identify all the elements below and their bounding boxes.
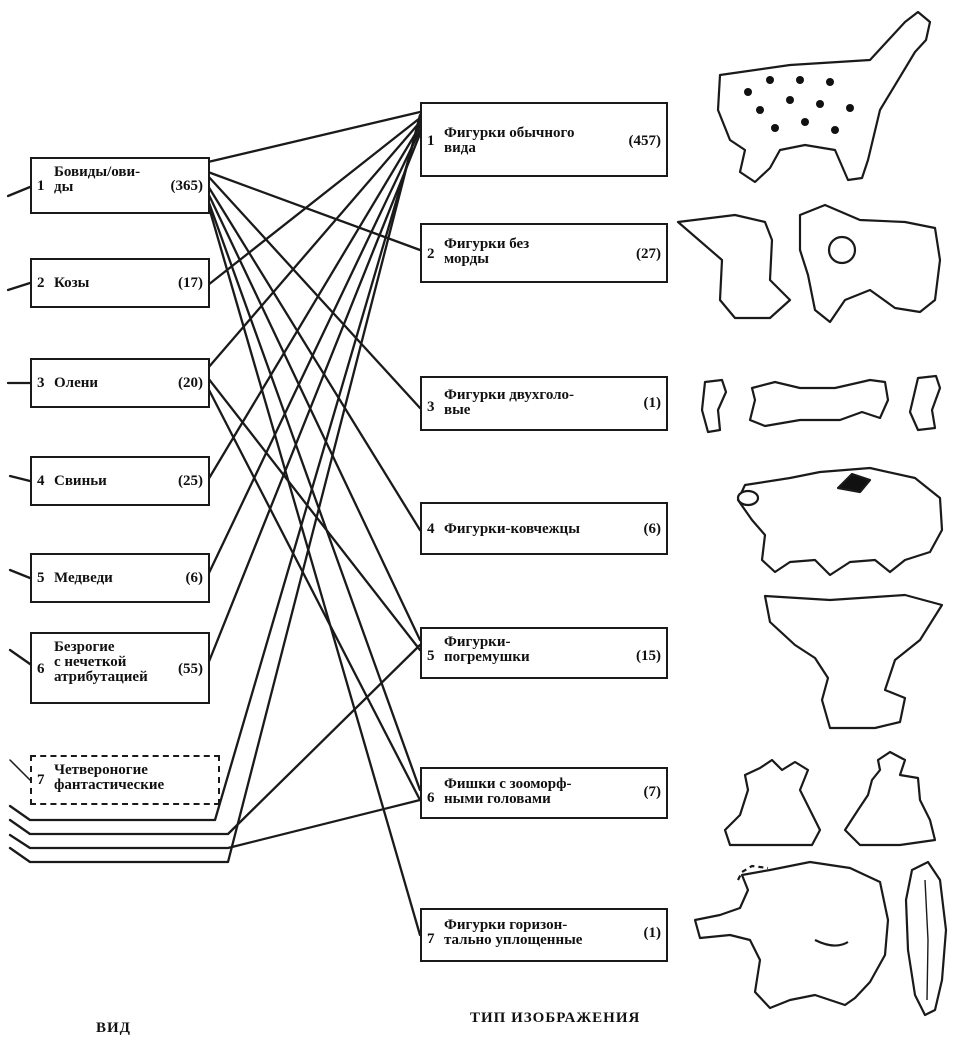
elbow-a — [8, 118, 422, 822]
type-number: 5 — [427, 648, 435, 664]
species-number: 4 — [37, 473, 45, 489]
caption-species: ВИД — [96, 1020, 131, 1036]
species-count: (365) — [170, 178, 204, 194]
link-1-5 — [206, 191, 422, 642]
species-box-2: 2 Козы (17) — [30, 258, 210, 308]
stub-1 — [6, 185, 32, 198]
type-label: Фигурки- погремушки — [444, 634, 530, 665]
link-1-4 — [206, 184, 422, 532]
species-box-1: 1 Бовиды/ови- ды (365) — [30, 157, 210, 214]
species-label: Четвероногие фантастические — [54, 762, 165, 793]
species-box-5: 5 Медведи (6) — [30, 553, 210, 603]
species-number: 3 — [37, 375, 45, 391]
type-label: Фигурки-ковчежцы — [444, 521, 580, 537]
stub-5 — [8, 568, 32, 580]
elbow-c — [8, 798, 422, 850]
link-3-6 — [206, 386, 422, 802]
type-count: (1) — [643, 925, 662, 941]
type-box-4: 4 Фигурки-ковчежцы (6) — [420, 502, 668, 555]
type-count: (27) — [636, 246, 661, 262]
species-number: 1 — [37, 178, 45, 194]
link-1-3 — [206, 174, 422, 410]
species-number: 6 — [37, 661, 45, 677]
figurine-sketch-4 — [736, 466, 944, 577]
type-label: Фигурки горизон- тально уплощенные — [444, 917, 583, 948]
type-label: Фишки с зооморф- ными головами — [444, 776, 572, 807]
figurine-sketch-2 — [676, 203, 942, 324]
species-label: Медведи — [54, 570, 113, 586]
type-box-7: 7 Фигурки горизон- тально уплощенные (1) — [420, 908, 668, 962]
species-label: Олени — [54, 375, 99, 391]
species-label: Безрогие с нечеткой атрибутацией — [54, 639, 148, 685]
stub-2 — [6, 281, 32, 292]
type-count: (1) — [643, 395, 662, 411]
figurine-sketch-5 — [763, 593, 944, 730]
caption-image-type: ТИП ИЗОБРАЖЕНИЯ — [470, 1010, 641, 1026]
link-2-1 — [206, 116, 422, 287]
species-box-4: 4 Свиньи (25) — [30, 456, 210, 506]
species-label: Козы — [54, 275, 90, 291]
type-number: 3 — [427, 399, 435, 415]
species-count: (25) — [178, 473, 203, 489]
figurine-sketch-7 — [693, 860, 948, 1017]
species-box-3: 3 Олени (20) — [30, 358, 210, 408]
type-count: (6) — [643, 521, 662, 537]
elbow-d — [8, 113, 422, 864]
link-1-2 — [206, 170, 422, 252]
link-3-1 — [206, 120, 422, 370]
species-count: (20) — [178, 375, 203, 391]
type-box-6: 6 Фишки с зооморф- ными головами (7) — [420, 767, 668, 819]
species-box-7: 7 Четвероногие фантастические — [30, 755, 220, 805]
type-number: 1 — [427, 133, 435, 149]
stub-4 — [8, 474, 32, 483]
species-number: 2 — [37, 275, 45, 291]
link-1-6 — [206, 198, 422, 792]
figurine-sketch-1 — [716, 10, 932, 184]
figurine-sketch-3 — [700, 374, 942, 434]
type-box-2: 2 Фигурки без морды (27) — [420, 223, 668, 283]
stub-7 — [9, 759, 31, 781]
type-count: (15) — [636, 648, 661, 664]
link-1-1 — [206, 110, 422, 164]
type-number: 4 — [427, 521, 435, 537]
link-6-1 — [206, 132, 422, 666]
link-4-1 — [206, 124, 422, 482]
type-box-3: 3 Фигурки двухголо- вые (1) — [420, 376, 668, 431]
type-number: 7 — [427, 931, 435, 947]
species-label: Свиньи — [54, 473, 107, 489]
type-label: Фигурки без морды — [444, 236, 530, 267]
type-box-1: 1 Фигурки обычного вида (457) — [420, 102, 668, 177]
type-label: Фигурки обычного вида — [444, 125, 575, 156]
type-number: 6 — [427, 790, 435, 806]
elbow-b — [8, 643, 422, 836]
type-box-5: 5 Фигурки- погремушки (15) — [420, 627, 668, 679]
stub-6 — [8, 648, 32, 666]
species-count: (17) — [178, 275, 203, 291]
link-3-5 — [206, 376, 422, 652]
type-count: (7) — [643, 784, 662, 800]
type-number: 2 — [427, 246, 435, 262]
figurine-sketch-6 — [723, 750, 937, 847]
type-count: (457) — [628, 133, 662, 149]
species-number: 7 — [37, 772, 45, 788]
species-number: 5 — [37, 570, 45, 586]
species-count: (6) — [185, 570, 204, 586]
species-box-6: 6 Безрогие с нечеткой атрибутацией (55) — [30, 632, 210, 704]
link-5-1 — [206, 128, 422, 577]
species-count: (55) — [178, 661, 203, 677]
type-label: Фигурки двухголо- вые — [444, 387, 575, 418]
species-label: Бовиды/ови- ды — [54, 164, 141, 195]
